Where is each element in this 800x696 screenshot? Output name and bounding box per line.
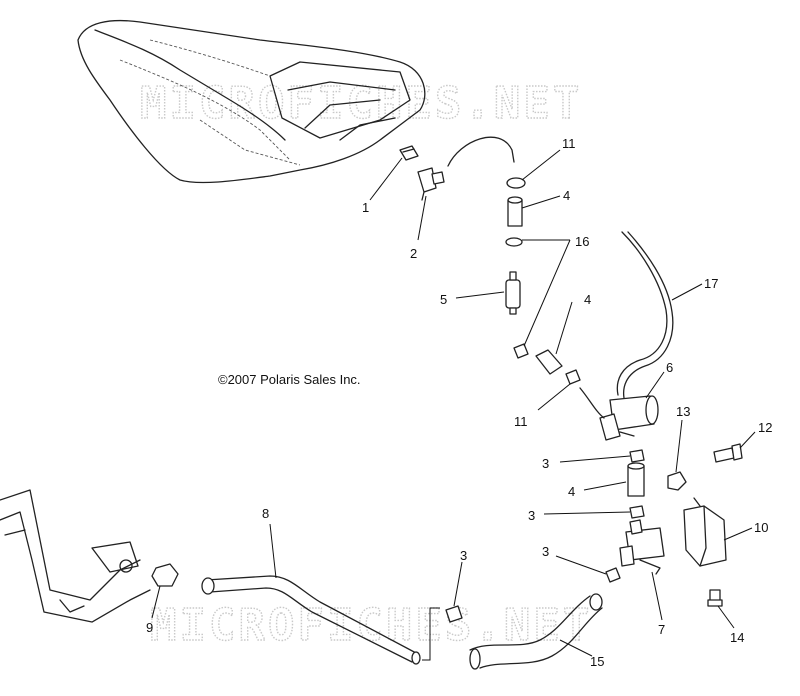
part-14-bolt — [707, 589, 723, 607]
callout-6: 6 — [666, 360, 673, 375]
part-2-elbow — [417, 167, 445, 201]
part-9-nut — [151, 563, 179, 587]
callout-15: 15 — [590, 654, 604, 669]
callout-4-top: 4 — [563, 188, 570, 203]
copyright-notice: ©2007 Polaris Sales Inc. — [218, 372, 361, 387]
callout-14: 14 — [730, 630, 744, 645]
callout-8: 8 — [262, 506, 269, 521]
part-11-clamp-middle — [565, 369, 581, 385]
callout-9: 9 — [146, 620, 153, 635]
part-1-fitting — [399, 145, 419, 161]
exhaust-frame — [0, 489, 151, 623]
part-5-filter — [505, 271, 521, 315]
part-3-clamp-d — [445, 605, 463, 623]
callout-2: 2 — [410, 246, 417, 261]
callout-numbers: 1 2 11 4 16 5 17 4 6 11 13 12 3 4 3 10 8… — [146, 136, 772, 669]
part-10-bracket — [683, 497, 727, 567]
part-4-hose-top — [507, 196, 523, 227]
watermark-bottom: MICROFICHES.NET — [150, 600, 592, 651]
part-16-clamp — [505, 237, 523, 247]
callout-3-c: 3 — [460, 548, 467, 563]
vent-hose-top — [447, 136, 515, 167]
callout-4-middle: 4 — [584, 292, 591, 307]
part-7-valve — [619, 519, 665, 575]
part-16-clamp-lower — [513, 343, 529, 359]
part-15-hose — [469, 593, 603, 670]
callout-11-middle: 11 — [514, 414, 528, 429]
callout-13: 13 — [676, 404, 690, 419]
airbox-seat-assembly — [77, 19, 426, 184]
callout-16: 16 — [575, 234, 589, 249]
callout-7: 7 — [658, 622, 665, 637]
callout-5: 5 — [440, 292, 447, 307]
part-3-clamp-c — [605, 567, 621, 583]
callout-3-d: 3 — [542, 544, 549, 559]
part-12-bolt — [713, 443, 743, 463]
callout-12: 12 — [758, 420, 772, 435]
part-3-clamp-b — [629, 505, 645, 519]
part-4-hose-middle — [535, 349, 563, 375]
callout-10: 10 — [754, 520, 768, 535]
part-6-solenoid-valve — [579, 387, 659, 441]
part-3-clamp-a — [629, 449, 645, 463]
part-4-hose-lower — [627, 462, 645, 497]
callout-17: 17 — [704, 276, 718, 291]
callout-3-b: 3 — [528, 508, 535, 523]
part-8-tube — [201, 575, 421, 665]
part-11-clamp-top — [506, 177, 526, 189]
callout-1: 1 — [362, 200, 369, 215]
callout-3-a: 3 — [542, 456, 549, 471]
part-17-hose — [616, 231, 668, 396]
part-13-nut — [667, 471, 687, 491]
callout-11-top: 11 — [562, 136, 576, 151]
leader-lines — [151, 149, 756, 657]
callout-4-lower: 4 — [568, 484, 575, 499]
